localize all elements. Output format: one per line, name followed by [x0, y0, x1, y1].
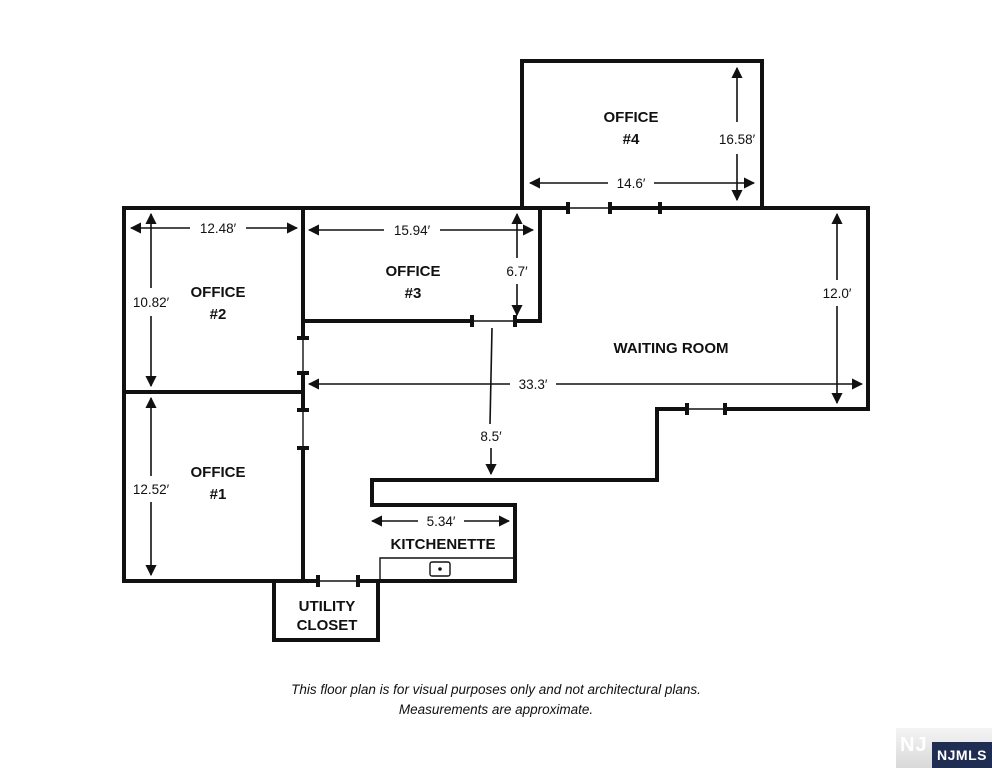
room-labels: OFFICE #4 OFFICE #3 OFFICE #2 OFFICE #1 … — [191, 109, 729, 634]
disclaimer-line-1: This floor plan is for visual purposes o… — [291, 682, 701, 697]
dim-office-2-width: 12.48′ — [200, 221, 237, 236]
office-1-label: OFFICE — [191, 464, 246, 481]
office-1-number: #1 — [210, 486, 227, 503]
office-4-label: OFFICE — [604, 109, 659, 126]
doors — [297, 202, 727, 587]
office-1-2-walls — [122, 206, 320, 583]
office-4-number: #4 — [623, 131, 640, 148]
kitchen-sink — [429, 561, 451, 577]
njmls-logo: NJ NJMLS — [896, 728, 992, 768]
dim-office-2-height: 10.82′ — [133, 295, 170, 310]
dim-office-4-width: 14.6′ — [617, 176, 646, 191]
office-2-number: #2 — [210, 306, 227, 323]
office-3-label: OFFICE — [386, 263, 441, 280]
logo-badge: NJMLS — [932, 742, 992, 768]
waiting-room-label: WAITING ROOM — [614, 340, 729, 357]
disclaimer-line-2: Measurements are approximate. — [398, 702, 594, 717]
office-4-walls — [520, 59, 764, 210]
office-3-number: #3 — [405, 285, 422, 302]
utility-closet-label: UTILITY — [299, 598, 356, 615]
utility-closet-walls — [272, 579, 380, 642]
dim-hall-depth-line — [489, 327, 493, 425]
waiting-room-walls — [370, 206, 870, 583]
kitchen-sink-drain — [438, 567, 442, 571]
dim-office-4-height: 16.58′ — [719, 132, 756, 147]
kitchenette-label: KITCHENETTE — [391, 536, 496, 553]
dim-waiting-height: 12.0′ — [823, 286, 852, 301]
dim-office-1-height: 12.52′ — [133, 482, 170, 497]
office-2-label: OFFICE — [191, 284, 246, 301]
dimension-lines — [129, 66, 864, 577]
dimension-labels: 16.58′ 14.6′ 12.48′ 10.82′ 15.94′ 6.7′ 1… — [133, 132, 852, 529]
dim-kitchenette-width: 5.34′ — [427, 514, 456, 529]
dim-hall-depth: 8.5′ — [480, 429, 502, 444]
utility-closet-label-2: CLOSET — [297, 617, 358, 634]
walls — [122, 59, 870, 642]
kitchen-counter — [379, 557, 515, 581]
dim-office-3-height: 6.7′ — [506, 264, 528, 279]
dim-waiting-width: 33.3′ — [519, 377, 548, 392]
dim-office-3-width: 15.94′ — [394, 223, 431, 238]
